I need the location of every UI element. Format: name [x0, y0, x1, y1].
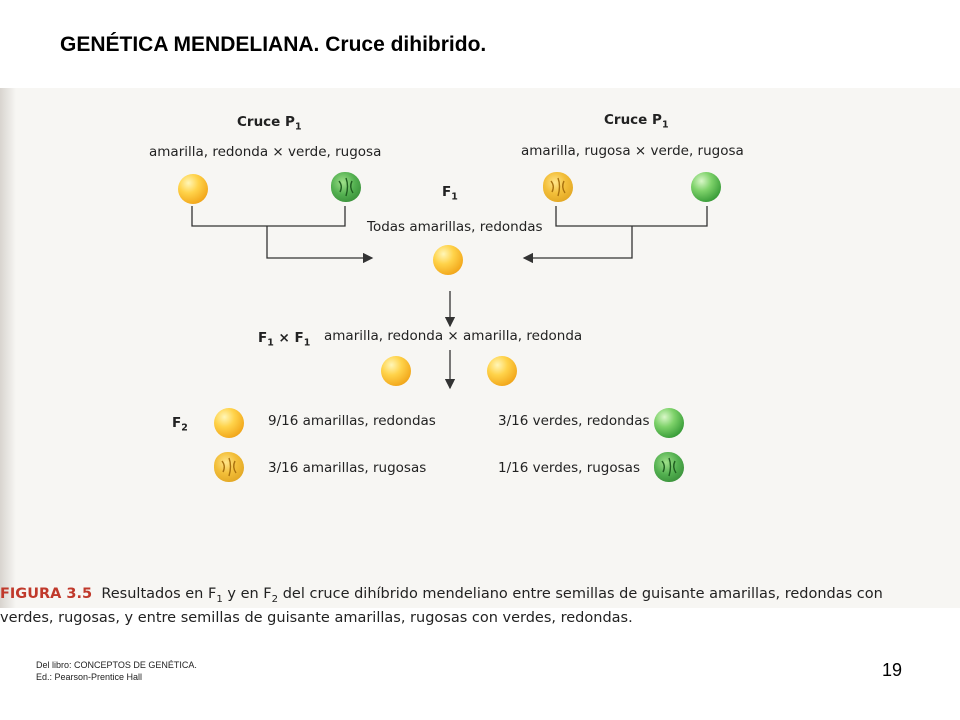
f2-green-round-pea: [654, 408, 684, 438]
green-round-pea: [691, 172, 721, 202]
source-line-1: Del libro: CONCEPTOS DE GENÉTICA.: [36, 660, 197, 670]
f1-cross-parents: amarilla, redonda × amarilla, redonda: [324, 328, 583, 344]
right-cross-arrow: [522, 226, 633, 264]
f2-label: F2: [172, 415, 188, 434]
left-cross-parents: amarilla, redonda × verde, rugosa: [149, 144, 382, 160]
f2-yellow-wrinkled-text: 3/16 amarillas, rugosas: [268, 460, 427, 476]
f1-cross-label: F1 × F1: [258, 330, 311, 349]
source-line-2: Ed.: Pearson-Prentice Hall: [36, 672, 143, 682]
green-wrinkled-pea: [331, 172, 361, 202]
left-cross-bracket: [191, 206, 346, 227]
f2-yellow-round-pea: [214, 408, 244, 438]
slide-title: GENÉTICA MENDELIANA. Cruce dihibrido.: [60, 33, 487, 56]
yellow-wrinkled-pea: [543, 172, 573, 202]
f1-cross-pea-right: [487, 356, 517, 386]
right-cross-bracket: [555, 206, 708, 227]
right-cross-parents: amarilla, rugosa × verde, rugosa: [521, 143, 744, 159]
page-number: 19: [882, 660, 903, 680]
right-cross-title: Cruce P1: [604, 112, 669, 131]
f2-yellow-round-text: 9/16 amarillas, redondas: [268, 413, 436, 429]
scan-edge-shadow: [0, 88, 16, 608]
f2-green-round-text: 3/16 verdes, redondas: [498, 413, 650, 429]
f1-yellow-round-pea: [433, 245, 463, 275]
diagram-connector-lines: [191, 206, 708, 390]
f2-yellow-wrinkled-pea: [214, 452, 244, 482]
figure-caption: FIGURA 3.5 Resultados en F1 y en F2 del …: [0, 586, 883, 626]
figure-number: FIGURA 3.5: [0, 586, 93, 602]
source-citation: Del libro: CONCEPTOS DE GENÉTICA. Ed.: P…: [36, 659, 197, 683]
yellow-round-pea: [178, 174, 208, 204]
f1-cross-pea-left: [381, 356, 411, 386]
f1-result: Todas amarillas, redondas: [367, 219, 543, 235]
left-cross-title: Cruce P1: [237, 114, 302, 133]
f2-green-wrinkled-pea: [654, 452, 684, 482]
left-cross-arrow: [266, 226, 374, 264]
figure-panel: Cruce P1 amarilla, redonda × verde, rugo…: [0, 88, 960, 626]
f2-green-wrinkled-text: 1/16 verdes, rugosas: [498, 460, 640, 476]
f1-label: F1: [442, 184, 458, 203]
